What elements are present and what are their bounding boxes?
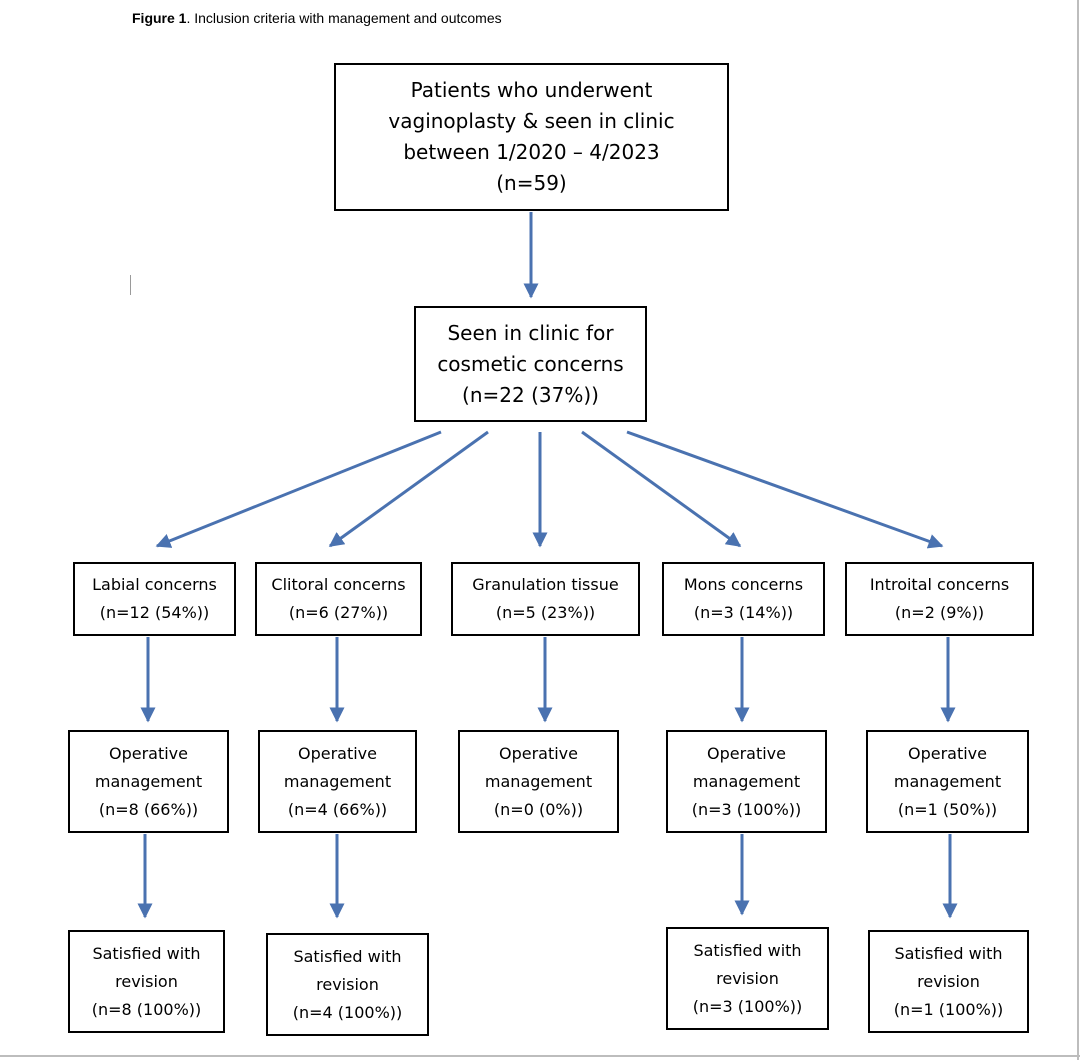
mons-concerns-count: (n=3 (14%)) xyxy=(693,603,794,622)
clitoral-concerns-box: Clitoral concerns (n=6 (27%)) xyxy=(255,562,422,636)
introital-operative-line-3: (n=1 (50%)) xyxy=(897,799,998,819)
mons-concerns-title: Mons concerns xyxy=(683,575,804,594)
labial-concerns-box: Labial concerns (n=12 (54%)) xyxy=(73,562,236,636)
frame-edge-right xyxy=(1077,0,1079,1060)
mons-satisfied-box: Satisfied with revision (n=3 (100%)) xyxy=(666,927,829,1030)
clitoral-concerns-title: Clitoral concerns xyxy=(271,575,406,594)
cosmetic-line-1: Seen in clinic for xyxy=(447,320,614,345)
mons-operative-line-1: Operative xyxy=(706,743,786,763)
granulation-tissue-count: (n=5 (23%)) xyxy=(495,603,596,622)
cosmetic-line-3: (n=22 (37%)) xyxy=(462,382,599,407)
cosmetic-concerns-box: Seen in clinic for cosmetic concerns (n=… xyxy=(414,306,647,422)
mons-satisfied-line-3: (n=3 (100%)) xyxy=(692,996,803,1016)
introital-satisfied-line-2: revision xyxy=(917,971,980,991)
introital-operative-line-1: Operative xyxy=(907,743,987,763)
introital-satisfied-line-1: Satisfied with xyxy=(894,943,1003,963)
clitoral-concerns-count: (n=6 (27%)) xyxy=(288,603,389,622)
mons-satisfied-line-2: revision xyxy=(716,968,779,988)
clitoral-operative-box: Operative management (n=4 (66%)) xyxy=(258,730,417,833)
mons-operative-box: Operative management (n=3 (100%)) xyxy=(666,730,827,833)
labial-satisfied-line-3: (n=8 (100%)) xyxy=(91,999,202,1019)
granulation-tissue-title: Granulation tissue xyxy=(472,575,619,594)
clitoral-satisfied-line-2: revision xyxy=(316,974,379,994)
labial-concerns-count: (n=12 (54%)) xyxy=(99,603,210,622)
figure-label: Figure 1 xyxy=(132,10,187,26)
root-line-3: between 1/2020 – 4/2023 xyxy=(403,140,660,164)
clitoral-operative-line-1: Operative xyxy=(297,743,377,763)
labial-satisfied-box: Satisfied with revision (n=8 (100%)) xyxy=(68,930,225,1033)
figure-caption: Figure 1. Inclusion criteria with manage… xyxy=(132,9,502,27)
granulation-tissue-box: Granulation tissue (n=5 (23%)) xyxy=(451,562,640,636)
granulation-operative-line-3: (n=0 (0%)) xyxy=(493,799,584,819)
introital-concerns-title: Introital concerns xyxy=(869,575,1010,594)
clitoral-operative-line-3: (n=4 (66%)) xyxy=(287,799,388,819)
labial-operative-line-1: Operative xyxy=(108,743,188,763)
root-line-1: Patients who underwent xyxy=(410,78,653,102)
clitoral-satisfied-box: Satisfied with revision (n=4 (100%)) xyxy=(266,933,429,1036)
labial-satisfied-line-1: Satisfied with xyxy=(92,943,201,963)
introital-operative-box: Operative management (n=1 (50%)) xyxy=(866,730,1029,833)
cosmetic-line-2: cosmetic concerns xyxy=(437,351,624,376)
mons-operative-line-3: (n=3 (100%)) xyxy=(691,799,802,819)
mons-satisfied-line-1: Satisfied with xyxy=(693,940,802,960)
labial-operative-line-2: management xyxy=(94,771,203,791)
labial-operative-box: Operative management (n=8 (66%)) xyxy=(68,730,229,833)
arrow-cosmetic-to-mons xyxy=(581,430,742,548)
root-line-4: (n=59) xyxy=(496,171,567,195)
root-line-2: vaginoplasty & seen in clinic xyxy=(388,109,675,133)
figure-caption-text: . Inclusion criteria with management and… xyxy=(186,10,502,26)
introital-concerns-count: (n=2 (9%)) xyxy=(894,603,985,622)
granulation-operative-line-2: management xyxy=(484,771,593,791)
introital-operative-line-2: management xyxy=(893,771,1002,791)
granulation-operative-box: Operative management (n=0 (0%)) xyxy=(458,730,619,833)
clitoral-operative-line-2: management xyxy=(283,771,392,791)
labial-operative-line-3: (n=8 (66%)) xyxy=(98,799,199,819)
mons-concerns-box: Mons concerns (n=3 (14%)) xyxy=(662,562,825,636)
labial-satisfied-line-2: revision xyxy=(115,971,178,991)
text-cursor xyxy=(130,275,131,295)
granulation-operative-line-1: Operative xyxy=(498,743,578,763)
introital-satisfied-box: Satisfied with revision (n=1 (100%)) xyxy=(868,930,1029,1033)
arrow-cosmetic-to-labial xyxy=(155,430,442,548)
introital-satisfied-line-3: (n=1 (100%)) xyxy=(893,999,1004,1019)
mons-operative-line-2: management xyxy=(692,771,801,791)
clitoral-satisfied-line-1: Satisfied with xyxy=(293,946,402,966)
arrow-cosmetic-to-clitoral xyxy=(328,430,489,548)
labial-concerns-title: Labial concerns xyxy=(92,575,217,594)
arrow-cosmetic-to-introital xyxy=(626,430,944,549)
frame-edge-bottom xyxy=(0,1055,1080,1057)
introital-concerns-box: Introital concerns (n=2 (9%)) xyxy=(845,562,1034,636)
root-box: Patients who underwent vaginoplasty & se… xyxy=(334,63,729,211)
clitoral-satisfied-line-3: (n=4 (100%)) xyxy=(292,1002,403,1022)
